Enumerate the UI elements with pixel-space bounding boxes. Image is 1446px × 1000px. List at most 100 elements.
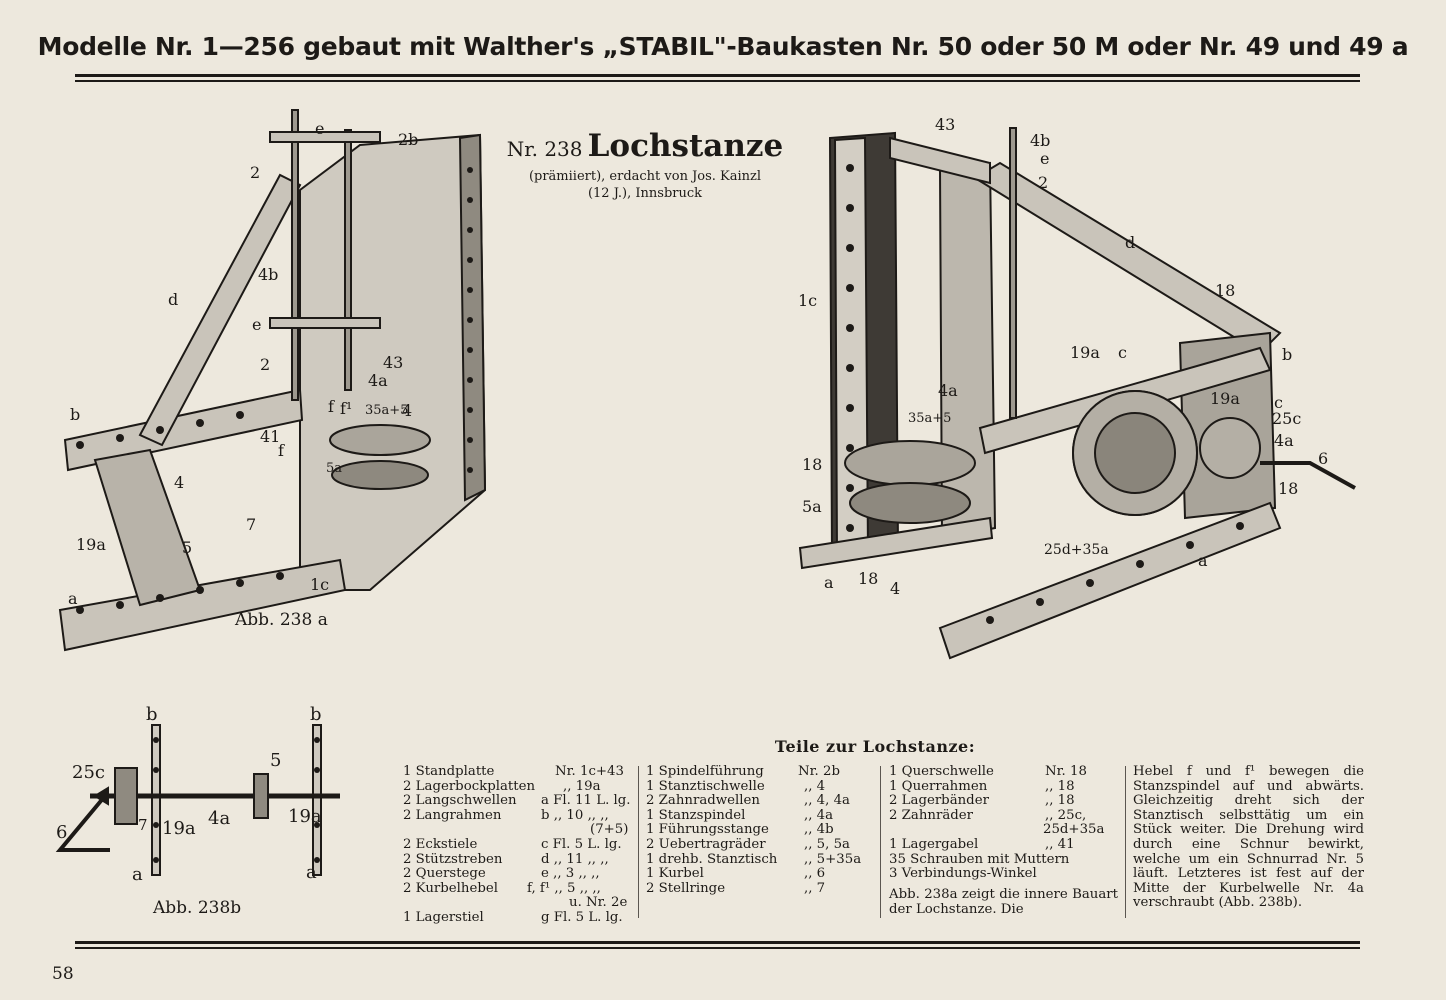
page-header-title: Modelle Nr. 1—256 gebaut mit Walther's „… <box>37 32 1409 61</box>
parts-row: 1 Querrahmen,, 18 <box>889 778 1075 794</box>
fig-a-label: 4a <box>368 371 388 390</box>
fig-main-label: c <box>1274 393 1283 412</box>
fig-b-label: 19a <box>288 806 322 827</box>
figure-238a-caption: Abb. 238 a <box>235 610 328 630</box>
parts-row: 2 Stellringe,, 7 <box>646 880 826 896</box>
fig-a-label: 19a <box>76 535 106 554</box>
fig-main-label: 18 <box>858 569 878 588</box>
fig-b-label: 25c <box>72 762 105 783</box>
fig-main-label: 4b <box>1030 131 1050 150</box>
fig-b-label: 19a <box>162 818 196 839</box>
parts-row: 1 Lagergabel,, 41 <box>889 836 1075 852</box>
fig-b-label: 7 <box>138 816 148 834</box>
description-text-part1: Abb. 238a zeigt die innere Bauart der Lo… <box>889 887 1118 917</box>
fig-b-label: 5 <box>270 750 281 771</box>
parts-heading: Teile zur Lochstanze: <box>774 737 976 756</box>
fig-b-label: b <box>146 704 158 725</box>
fig-a-label: e <box>252 315 261 334</box>
fig-a-label: 35a+5 <box>365 403 408 418</box>
fig-main-label: 1c <box>798 291 817 310</box>
fig-a-label: 2b <box>398 130 418 149</box>
model-name: Lochstanze <box>587 128 784 164</box>
header-rule <box>75 74 1360 77</box>
fig-main-label: 25c <box>1272 409 1301 428</box>
fig-a-label: b <box>70 405 80 424</box>
parts-row: 1 Stanzspindel,, 4a <box>646 807 834 823</box>
model-subtitle-line1: (prämiiert), erdacht von Jos. Kainzl <box>528 169 762 184</box>
fig-main-label: 18 <box>802 455 822 474</box>
fig-a-label: d <box>168 290 178 309</box>
fig-main-label: 19a <box>1070 343 1100 362</box>
footer-rule <box>75 941 1360 944</box>
model-number: Nr. 238 <box>506 137 583 161</box>
figure-238b-caption: Abb. 238b <box>153 898 242 918</box>
fig-main-label: 4a <box>938 381 958 400</box>
parts-row: u. Nr. 2e <box>569 895 628 911</box>
fig-a-label: f <box>278 441 285 460</box>
fig-b-label: 4a <box>208 808 230 829</box>
fig-main-label: a <box>824 573 834 592</box>
figure-238-main-illustration: 43 4b e 2 d 1c 18 19a c 4a b 35a+5 19a c… <box>798 115 1356 660</box>
fig-b-label: b <box>310 704 322 725</box>
fig-a-label: 7 <box>246 515 256 534</box>
parts-row: 35 Schrauben mit Muttern <box>889 851 1070 867</box>
fig-b-label: a <box>132 864 143 885</box>
parts-row: 2 Uebertragräder,, 5, 5a <box>646 836 850 852</box>
fig-main-label: 35a+5 <box>908 411 951 426</box>
fig-main-label: b <box>1282 345 1292 364</box>
header-rule-thin <box>75 80 1360 82</box>
column-divider <box>638 766 639 918</box>
fig-main-label: a <box>1198 551 1208 570</box>
fig-a-label: 5 <box>182 538 192 557</box>
fig-main-label: 18 <box>1278 479 1298 498</box>
fig-main-label: e <box>1040 149 1049 168</box>
model-title-block: Nr. 238 Lochstanze (prämiiert), erdacht … <box>500 128 790 202</box>
description-text-part2: Hebel f und f¹ bewegen die Stanzspindel … <box>1133 764 1364 911</box>
parts-row: 2 Zahnradwellen,, 4, 4a <box>646 793 850 809</box>
parts-row: 1 Führungsstange,, 4b <box>646 822 834 838</box>
fig-main-label: 43 <box>935 115 955 134</box>
fig-main-label: 2 <box>1038 173 1048 192</box>
fig-b-label: 6 <box>56 822 67 843</box>
fig-main-label: c <box>1118 343 1127 362</box>
fig-a-label: a <box>68 589 78 608</box>
parts-row: (7+5) <box>590 822 629 838</box>
parts-row: 1 drehb. Stanztisch,, 5+35a <box>646 851 862 867</box>
figure-238a-illustration: e 2b 2 4b d e 2 43 4a f f¹ 35a+5 b 41 f … <box>58 109 487 652</box>
fig-a-label: 2 <box>260 355 270 374</box>
parts-row: 25d+35a <box>1043 822 1105 838</box>
column-divider <box>1125 766 1126 918</box>
fig-a-label: 4 <box>402 401 412 420</box>
parts-row: 2 Zahnräder,, 25c, <box>889 807 1087 823</box>
fig-main-label: 4 <box>890 579 900 598</box>
fig-a-label: 4b <box>258 265 278 284</box>
parts-row: 2 Lagerbänder,, 18 <box>889 793 1075 809</box>
fig-main-label: d <box>1125 233 1135 252</box>
fig-main-label: 6 <box>1318 449 1328 468</box>
parts-row: 2 Lagerbockplatten,, 19a <box>403 778 601 794</box>
fig-main-label: 18 <box>1215 281 1235 300</box>
footer-rule-thin <box>75 947 1360 949</box>
fig-b-label: a <box>306 862 317 883</box>
fig-a-label: 41 <box>260 427 280 446</box>
parts-row: 1 Stanztischwelle,, 4 <box>646 778 826 794</box>
fig-a-label: 43 <box>383 353 403 372</box>
fig-a-label: 4 <box>174 473 184 492</box>
fig-main-label: 25d+35a <box>1044 542 1109 558</box>
fig-a-label: 5a <box>326 461 342 476</box>
column-divider <box>880 766 881 918</box>
figure-238b-schematic: b b 25c 5 4a 19a 19a 7 6 a a <box>55 704 340 885</box>
fig-main-label: 5a <box>802 497 822 516</box>
model-subtitle-line2: (12 J.), Innsbruck <box>587 186 703 201</box>
